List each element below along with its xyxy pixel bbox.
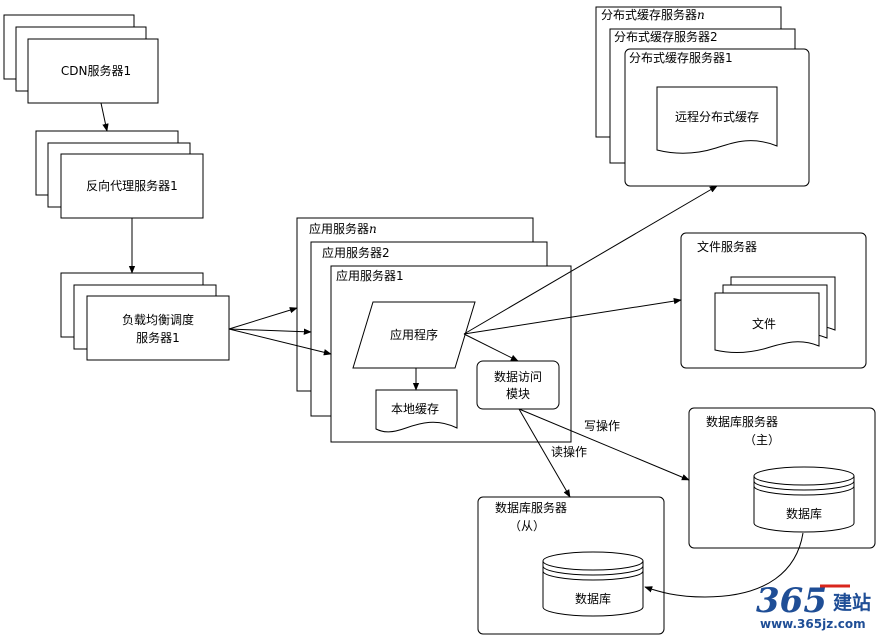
edge-master-to-slave-replication	[644, 532, 804, 598]
data-access-module-box	[476, 360, 560, 410]
cache-server-back-label: 分布式缓存服务器	[601, 7, 697, 22]
write-operation-label: 写操作	[584, 418, 620, 433]
cache-server-stack: 分布式缓存服务器n 分布式缓存服务器2 分布式缓存服务器1 远程分布式缓存	[595, 6, 810, 187]
db-slave-server: 数据库服务器 （从） 数据库	[477, 496, 665, 635]
load-balancer-card-front	[86, 295, 230, 361]
logo-number: 365	[756, 581, 827, 621]
db-master-cylinder-body	[753, 476, 855, 533]
app-server-mid-label: 应用服务器2	[322, 245, 390, 260]
db-master-db-label: 数据库	[786, 506, 822, 521]
cdn-server-stack: CDN服务器1	[3, 14, 159, 104]
cdn-server-card-front	[27, 38, 159, 104]
load-balancer-label-line2: 服务器1	[136, 330, 180, 345]
db-master-cylinder-ring1	[753, 480, 855, 491]
logo-cn-text: 建站	[833, 591, 871, 614]
edge-cdn-to-proxy	[100, 102, 109, 132]
data-access-label-line2: 模块	[506, 387, 530, 401]
local-cache-shape	[375, 389, 458, 433]
cache-server-mid-label: 分布式缓存服务器2	[614, 29, 718, 44]
file-doc-front	[714, 292, 820, 353]
file-label: 文件	[752, 316, 776, 331]
edge-read-from-slave	[518, 408, 571, 498]
app-server-back-title: 应用服务器n	[309, 221, 377, 236]
app-program-shape	[352, 301, 476, 369]
file-server-label: 文件服务器	[697, 239, 757, 254]
edge-program-to-file-server	[463, 297, 682, 335]
db-master-role: （主）	[744, 433, 780, 447]
app-server-back-label: 应用服务器	[309, 221, 369, 236]
app-server-front-label: 应用服务器1	[336, 268, 404, 283]
cdn-server-label: CDN服务器1	[61, 63, 131, 78]
data-access-label-line1: 数据访问	[494, 369, 542, 384]
reverse-proxy-card-front	[60, 153, 204, 219]
edge-write-to-master	[518, 408, 690, 481]
db-master-server: 数据库服务器 （主） 数据库	[688, 407, 876, 549]
reverse-proxy-label: 反向代理服务器1	[86, 178, 178, 193]
app-server-back-suffix: n	[369, 222, 377, 236]
db-slave-cylinder-top	[542, 551, 644, 571]
db-master-cylinder-top	[753, 466, 855, 486]
db-slave-db-label: 数据库	[575, 591, 611, 606]
logo-url: www.365jz.com	[760, 617, 866, 631]
db-slave-cylinder-ring1	[542, 565, 644, 576]
load-balancer-label-line1: 负载均衡调度	[122, 312, 194, 327]
cache-server-back-title: 分布式缓存服务器n	[601, 7, 705, 22]
load-balancer-stack: 负载均衡调度 服务器1	[60, 272, 230, 361]
cache-server-front-label: 分布式缓存服务器1	[629, 50, 733, 65]
edge-program-to-data-access	[463, 333, 519, 362]
site-logo: 365 建站 www.365jz.com	[756, 581, 871, 631]
app-server-stack: 应用服务器n 应用服务器2 应用服务器1 应用程序 本地缓存 数据访问 模块	[296, 217, 572, 443]
reverse-proxy-stack: 反向代理服务器1	[35, 130, 204, 219]
db-master-label: 数据库服务器	[706, 414, 778, 429]
edge-balancer-to-app-2	[228, 328, 312, 335]
db-slave-role: （从）	[509, 519, 545, 533]
file-server: 文件服务器 文件	[680, 232, 867, 369]
remote-cache-shape	[656, 86, 778, 154]
db-slave-cylinder-body	[542, 561, 644, 617]
app-program-label: 应用程序	[390, 327, 438, 342]
remote-cache-label: 远程分布式缓存	[675, 109, 759, 124]
edge-balancer-to-app-1	[228, 328, 332, 356]
local-cache-label: 本地缓存	[391, 402, 439, 416]
connectors	[100, 102, 804, 598]
db-slave-cylinder-ring2	[542, 570, 644, 581]
edge-balancer-to-app-n	[228, 307, 298, 330]
edge-program-to-remote-cache	[463, 185, 718, 335]
cache-server-back-suffix: n	[697, 8, 705, 22]
read-operation-label: 读操作	[551, 444, 587, 459]
db-slave-label: 数据库服务器	[495, 500, 567, 515]
db-master-cylinder-ring2	[753, 485, 855, 496]
